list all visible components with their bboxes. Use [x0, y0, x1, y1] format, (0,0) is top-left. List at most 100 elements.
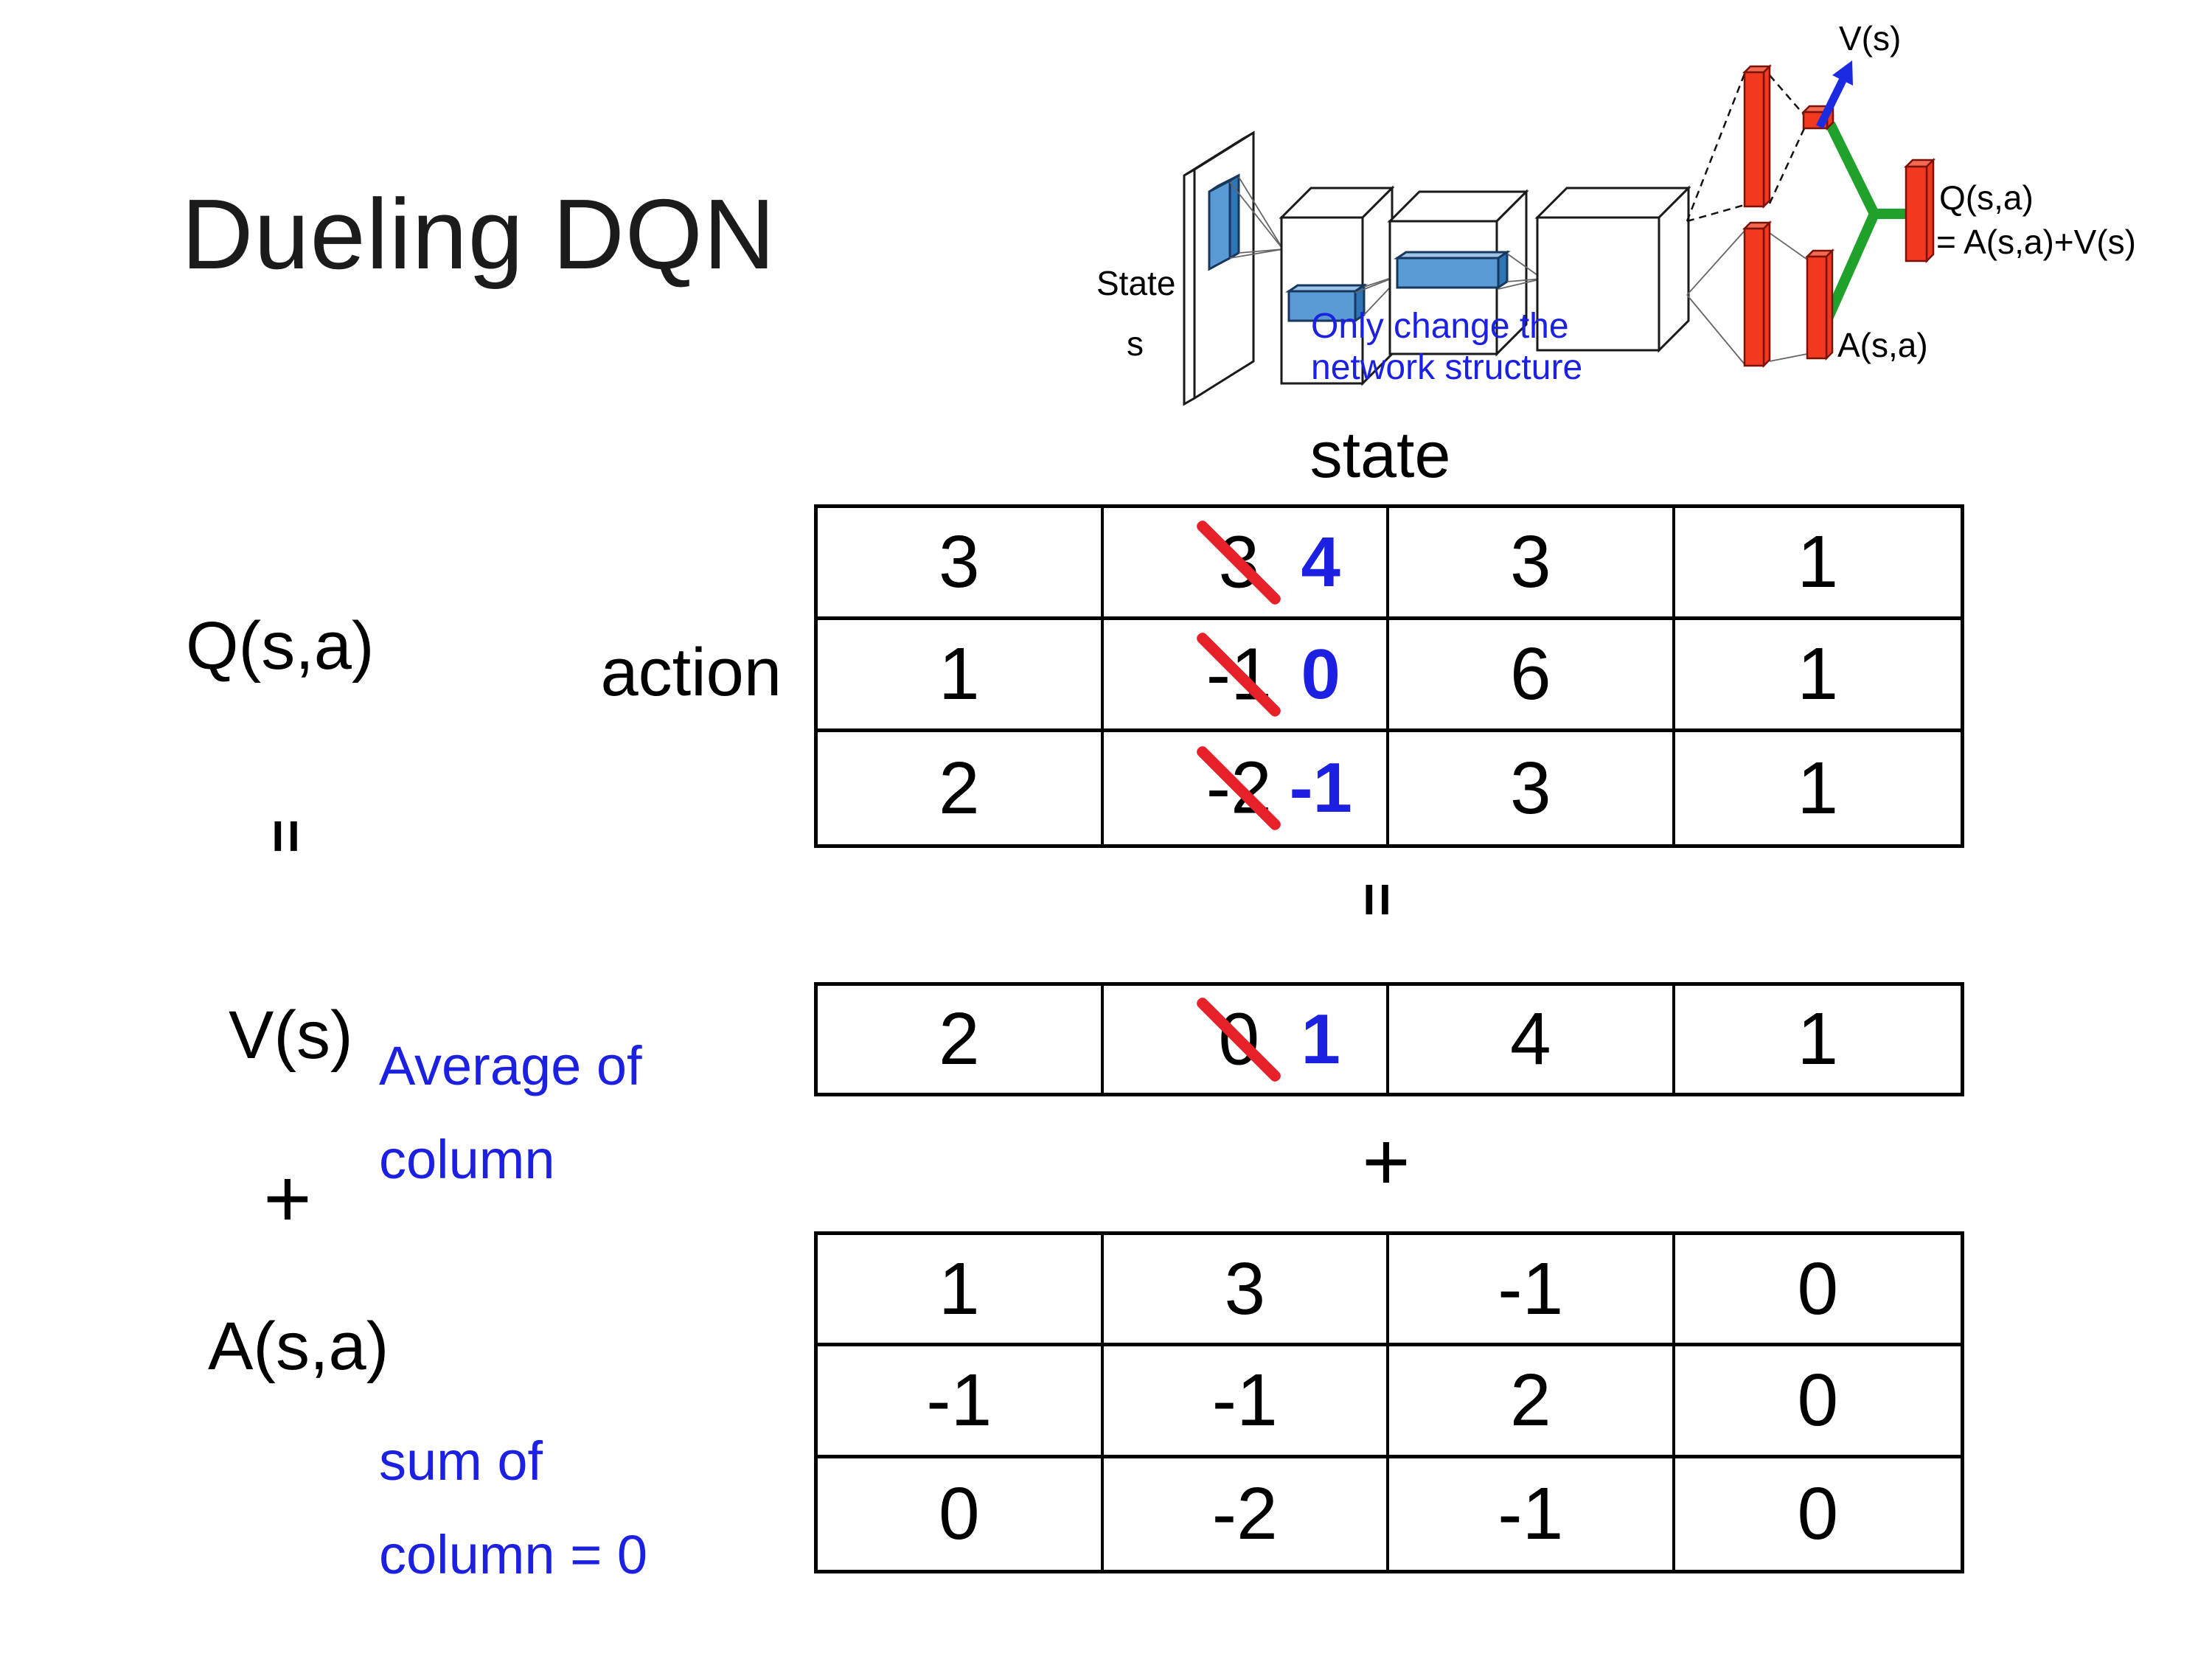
diagram-note-line2: network structure [1311, 348, 1582, 387]
diagram-state-label: State [1096, 264, 1175, 302]
cell-value: 0 [1797, 1247, 1839, 1330]
table-cell: 1 [1674, 508, 1961, 620]
table-cell: -1 [1389, 1235, 1675, 1347]
table-cell: 3 [1389, 508, 1675, 620]
average-of-column-note-line1: Average of [379, 1035, 642, 1096]
table-cell: 1 [818, 1235, 1104, 1347]
cell-value: 3 [1509, 746, 1551, 830]
cell-value: -1 [1498, 1472, 1564, 1555]
cell-value: 0 [1797, 1358, 1839, 1441]
table-cell: 1 [1675, 732, 1961, 844]
table-cell: -1 [818, 1346, 1104, 1458]
q-output-bar [1903, 157, 1936, 264]
table-cell: 2 [1389, 1346, 1675, 1458]
a-output-bar [1804, 248, 1835, 361]
table-cell: 4 [1389, 986, 1675, 1093]
fc-box [1534, 185, 1691, 353]
connection-fan-1 [1229, 176, 1284, 259]
table-cell: 34 [1103, 508, 1389, 620]
equation-v-label: V(s) [229, 998, 353, 1073]
cell-value: 0 [938, 1472, 980, 1555]
table-cell: 3 [1389, 732, 1675, 844]
cell-value: 6 [1509, 633, 1551, 715]
corrected-value: 1 [1301, 999, 1340, 1079]
action-header: action [600, 635, 782, 710]
cell-value: 4 [1509, 998, 1551, 1080]
cell-value: 1 [1797, 521, 1839, 603]
average-of-column-note: Average of column [379, 1019, 642, 1206]
table-cell: 01 [1104, 986, 1389, 1093]
diagram-note-line1: Only change the [1311, 307, 1569, 346]
equation-a-label: A(s,a) [208, 1309, 389, 1384]
cell-value: 2 [938, 998, 980, 1080]
table-cell: 1 [818, 620, 1104, 732]
v-value-table: 2 01 4 1 [814, 982, 1964, 1096]
diagram-v-output-label: V(s) [1839, 19, 1901, 58]
table-cell: 0 [1675, 1458, 1961, 1570]
equation-q-label: Q(s,a) [186, 608, 375, 684]
table-cell: 0 [1674, 1346, 1961, 1458]
state-header: state [1310, 418, 1451, 491]
cell-value: 3 [938, 521, 980, 603]
table-cell: 6 [1389, 620, 1675, 732]
feature-bar-2 [1396, 257, 1500, 289]
table-cell: -1 [1389, 1458, 1675, 1570]
table-cell: 0 [1674, 1235, 1961, 1347]
a-value-table: 1 3 -1 0 -1 -1 2 0 0 -2 -1 0 [814, 1231, 1964, 1573]
diagram-q-output-label-line2: = A(s,a)+V(s) [1936, 223, 2136, 261]
conv-filter-icon [1208, 173, 1240, 271]
table-cell: -10 [1103, 620, 1389, 732]
table-cell: 1 [1675, 986, 1961, 1093]
v-output-arrow-icon [1816, 60, 1853, 129]
table-cell: -2 [1104, 1458, 1389, 1570]
average-of-column-note-line2: column [379, 1129, 555, 1190]
feature-bar-1 [1287, 290, 1357, 322]
cell-value: 3 [1224, 1247, 1266, 1330]
sum-of-column-note: sum of column = 0 [379, 1414, 647, 1601]
corrected-value: 4 [1301, 522, 1340, 602]
merge-connector [1823, 121, 1906, 321]
table-cell: 2 [818, 986, 1104, 1093]
equation-plus-left: + [263, 1152, 312, 1245]
cell-value: 1 [1797, 746, 1839, 830]
conv-box-1 [1279, 185, 1395, 386]
table-cell: 0 [818, 1458, 1104, 1570]
slide-title: Dueling DQN [181, 178, 776, 290]
advantage-stream-lines [1686, 230, 1808, 365]
diagram-a-output-label: A(s,a) [1837, 326, 1928, 364]
cell-value: 1 [1797, 633, 1839, 715]
cell-value: 1 [1797, 998, 1839, 1080]
sum-of-column-note-line1: sum of [379, 1430, 543, 1492]
sum-of-column-note-line2: column = 0 [379, 1524, 648, 1585]
table-cell: -1 [1103, 1346, 1389, 1458]
table-cell: -2-1 [1104, 732, 1389, 844]
equals-between-tables: = [1345, 882, 1411, 917]
corrected-value: -1 [1289, 748, 1352, 827]
network-architecture-diagram: State s [1096, 19, 2136, 406]
table-cell: 3 [1103, 1235, 1389, 1347]
table-cell: 1 [1674, 620, 1961, 732]
a-hidden-bar [1742, 220, 1773, 369]
cell-value: -1 [1498, 1247, 1564, 1330]
cell-value: -1 [1211, 1358, 1278, 1441]
cell-value: 2 [1509, 1358, 1551, 1441]
table-cell: 3 [818, 508, 1104, 620]
value-stream-dashed-lines [1686, 73, 1806, 223]
corrected-value: 0 [1301, 634, 1340, 714]
conv-box-2 [1387, 189, 1529, 357]
equation-equals-left: = [254, 818, 319, 854]
v-hidden-bar [1742, 63, 1773, 209]
plus-between-tables: + [1362, 1116, 1411, 1208]
cell-value: -2 [1211, 1472, 1278, 1555]
cell-value: 1 [938, 1247, 980, 1330]
cell-value: 3 [1509, 521, 1551, 603]
cell-value: -1 [926, 1358, 992, 1441]
input-frame [1183, 131, 1255, 406]
table-cell: 2 [818, 732, 1104, 844]
cell-value: 0 [1797, 1472, 1839, 1555]
diagram-q-output-label-line1: Q(s,a) [1939, 178, 2034, 217]
cell-value: 1 [938, 633, 980, 715]
cell-value: 2 [938, 746, 980, 830]
diagram-state-s-label: s [1127, 324, 1144, 363]
